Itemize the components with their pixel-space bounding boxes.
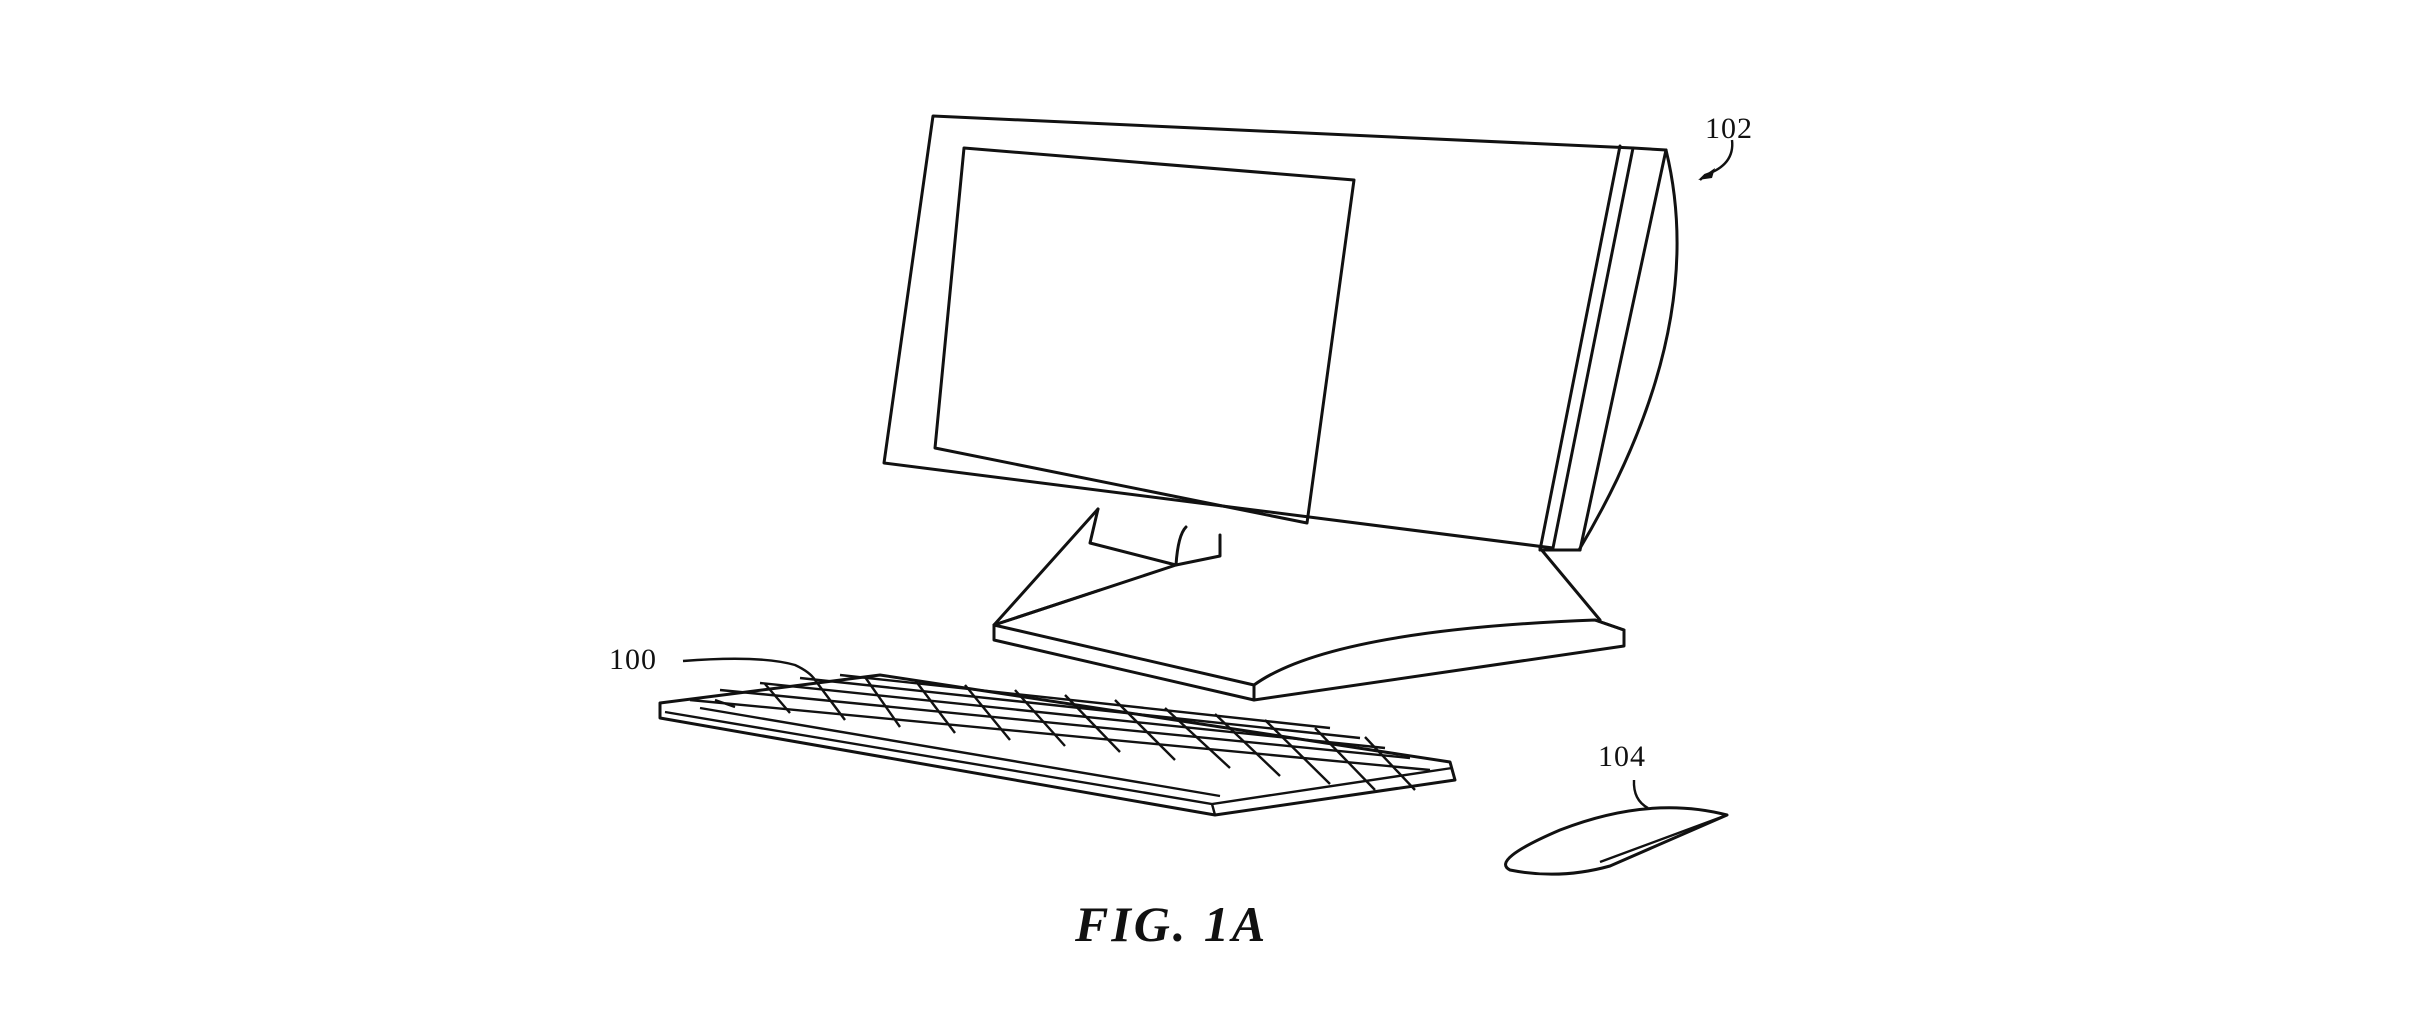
keyboard-drawing (658, 673, 1457, 817)
leader-lines (682, 139, 1734, 810)
label-monitor-102: 102 (1705, 112, 1753, 145)
label-keyboard-100: 100 (609, 643, 657, 676)
figure-caption: FIG. 1A (1075, 896, 1269, 952)
mouse-drawing (1504, 806, 1729, 876)
monitor-drawing (882, 114, 1679, 702)
label-mouse-104: 104 (1598, 740, 1646, 773)
